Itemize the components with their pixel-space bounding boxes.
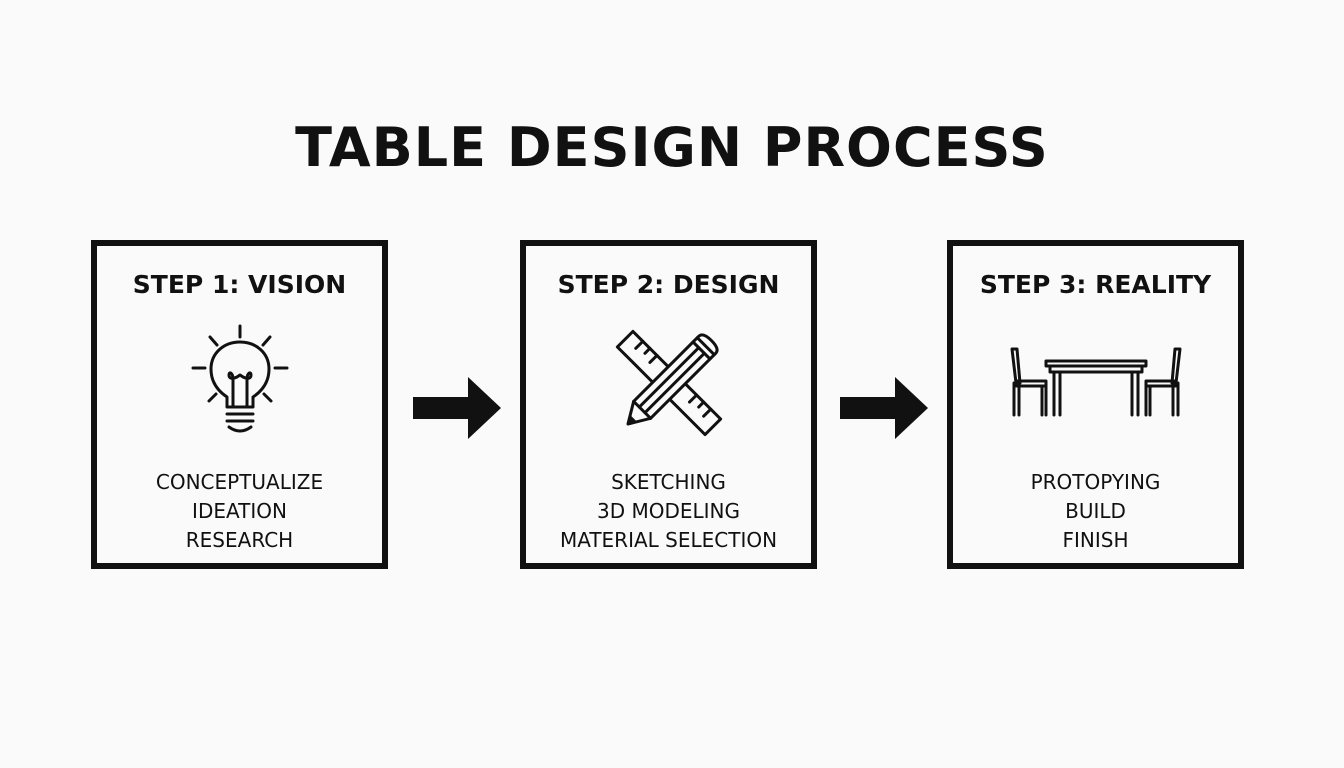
list-item: IDEATION — [192, 499, 287, 523]
list-item: CONCEPTUALIZE — [155, 470, 324, 494]
lightbulb-icon — [97, 318, 382, 448]
step-2-items: SKETCHING 3D MODELING MATERIAL SELECTION — [526, 468, 811, 555]
table-chairs-icon — [953, 318, 1238, 448]
list-item: PROTOPYING — [1030, 470, 1161, 494]
step-1-box: STEP 1: VISION CONCEPTUALIZE IDEATION RE… — [91, 240, 388, 569]
list-item: SKETCHING — [611, 470, 726, 494]
step-1-items: CONCEPTUALIZE IDEATION RESEARCH — [97, 468, 382, 555]
step-2-box: STEP 2: DESIGN — [520, 240, 817, 569]
step-3-items: PROTOPYING BUILD FINISH — [953, 468, 1238, 555]
list-item: MATERIAL SELECTION — [559, 528, 778, 552]
list-item: FINISH — [1062, 528, 1129, 552]
pencil-ruler-icon — [526, 318, 811, 448]
arrow-right-icon — [840, 377, 928, 439]
arrow-right-icon — [413, 377, 501, 439]
step-3-box: STEP 3: REALITY PROTOPYING — [947, 240, 1244, 569]
list-item: 3D MODELING — [596, 499, 741, 523]
step-2-title: STEP 2: DESIGN — [557, 270, 780, 299]
step-3-title: STEP 3: REALITY — [979, 270, 1212, 299]
diagram-title: TABLE DESIGN PROCESS — [295, 116, 1049, 179]
list-item: RESEARCH — [185, 528, 294, 552]
step-1-title: STEP 1: VISION — [132, 270, 347, 299]
list-item: BUILD — [1065, 499, 1126, 523]
